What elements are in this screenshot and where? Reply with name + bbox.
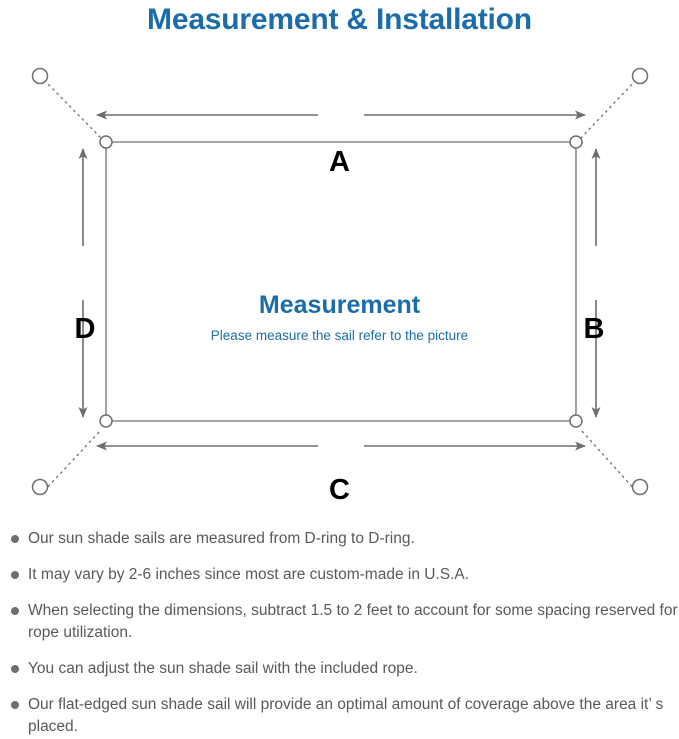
dimension-label-d: D [74,313,96,345]
list-item: You can adjust the sun shade sail with t… [0,658,679,680]
note-text: Our flat-edged sun shade sail will provi… [28,696,664,735]
rope-lines [43,79,637,492]
d-ring-top-right [569,135,583,149]
bullet-icon [11,571,19,579]
rope-line-top-left [43,79,102,139]
d-ring-top-left [99,135,113,149]
list-item: When selecting the dimensions, subtract … [0,600,679,644]
anchor-point-top-left [31,67,49,85]
list-item: Our flat-edged sun shade sail will provi… [0,694,679,738]
dimension-label-b: B [583,313,605,345]
diagram-svg [31,67,649,496]
rope-line-bottom-left [43,429,102,492]
diagram-center-heading: Measurement [258,291,421,319]
d-ring-bottom-left [99,414,113,428]
anchor-point-top-right [631,67,649,85]
diagram-center-subtext: Please measure the sail refer to the pic… [210,328,469,343]
d-ring-bottom-right [569,414,583,428]
anchor-points [31,67,649,496]
anchor-point-bottom-right [631,478,649,496]
bullet-icon [11,607,19,615]
notes-list: Our sun shade sails are measured from D-… [0,528,679,738]
bullet-icon [11,665,19,673]
rope-line-bottom-right [580,429,637,492]
d-rings [99,135,583,428]
list-item: It may vary by 2-6 inches since most are… [0,564,679,586]
anchor-point-bottom-left [31,478,49,496]
sail-measurement-diagram: Measurement Please measure the sail refe… [0,48,679,518]
note-text: You can adjust the sun shade sail with t… [28,660,418,677]
page-title: Measurement & Installation [147,3,532,36]
rope-line-top-right [580,79,637,139]
dimension-label-c: C [329,474,350,506]
sail-rectangle [105,141,577,422]
note-text: Our sun shade sails are measured from D-… [28,530,415,547]
note-text: It may vary by 2-6 inches since most are… [28,566,470,583]
bullet-icon [11,701,19,709]
bullet-icon [11,535,19,543]
dimension-label-a: A [329,146,350,178]
list-item: Our sun shade sails are measured from D-… [0,528,679,550]
note-text: When selecting the dimensions, subtract … [28,602,678,641]
